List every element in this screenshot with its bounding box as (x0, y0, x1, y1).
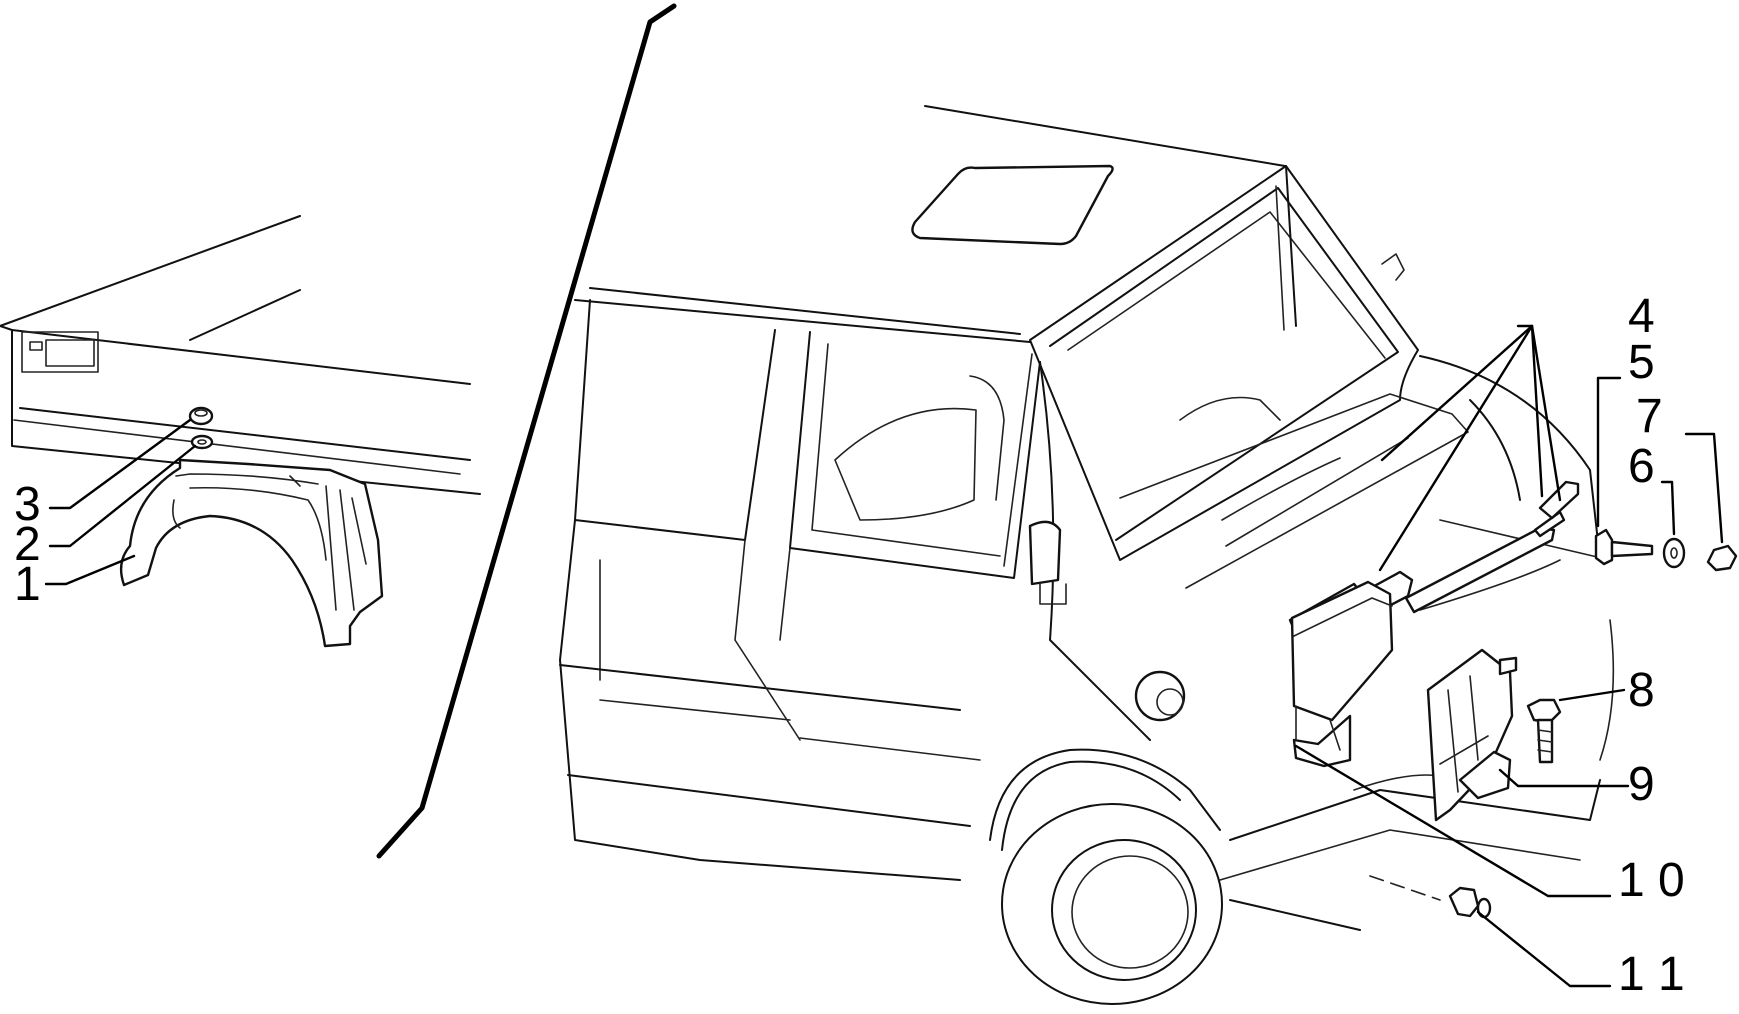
leader-3 (48, 418, 192, 510)
leader-10 (1294, 744, 1612, 898)
rear-washer (190, 434, 214, 450)
rear-badge-plate (21, 331, 99, 373)
leader-7 (1684, 432, 1724, 544)
leader-8 (1558, 688, 1626, 702)
callout-5: 5 (1628, 336, 1655, 389)
vehicle-body (559, 105, 1615, 1005)
leader-4c (1530, 324, 1544, 498)
leader-5 (1596, 376, 1622, 528)
front-wheel (1001, 803, 1223, 1005)
section-divider-line (376, 3, 677, 859)
side-mirror (1028, 520, 1062, 586)
callout-2: 2 (14, 518, 41, 571)
leader-4a (1380, 324, 1534, 462)
callout-10: 1 0 (1618, 854, 1685, 907)
callout-1: 1 (14, 558, 41, 611)
callout-3: 3 (14, 478, 41, 531)
mounting-plate (1426, 648, 1518, 822)
leader-2 (48, 444, 197, 548)
screw-8 (1526, 698, 1562, 764)
callout-labels: 3 2 1 4 5 6 7 8 9 1 0 1 1 (14, 290, 1685, 1001)
leader-1 (44, 554, 136, 586)
callout-11: 1 1 (1618, 948, 1685, 1001)
bolt-5 (1594, 528, 1614, 566)
leader-4b (1530, 324, 1562, 502)
leader-4d (1378, 324, 1534, 572)
pin-11 (1448, 886, 1492, 919)
leader-9 (1498, 768, 1630, 788)
leader-11 (1476, 910, 1612, 988)
callout-6: 6 (1628, 440, 1655, 493)
leader-6 (1660, 480, 1676, 536)
washer-6 (1662, 537, 1686, 569)
fuel-cap (1134, 670, 1186, 722)
callout-9: 9 (1628, 758, 1655, 811)
leader-lines (44, 324, 1724, 988)
rear-body-inset (0, 215, 481, 495)
callout-4: 4 (1628, 290, 1655, 343)
sunroof (911, 164, 1114, 246)
callout-8: 8 (1628, 664, 1655, 717)
callout-7: 7 (1636, 390, 1663, 443)
rear-wheel-arch-liner (119, 458, 384, 648)
clip-7 (1706, 544, 1738, 572)
fastener-set (1594, 528, 1738, 572)
reservoir-bracket (1290, 580, 1394, 768)
